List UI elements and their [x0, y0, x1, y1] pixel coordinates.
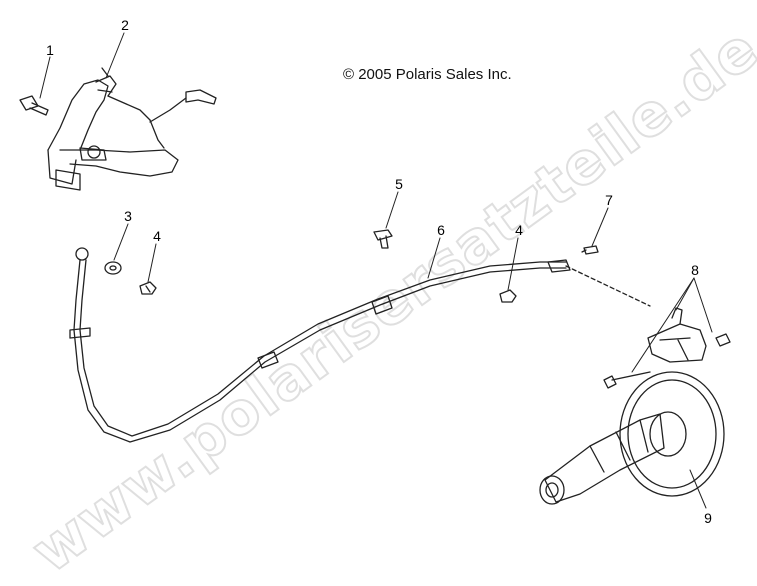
- callout-3: 3: [124, 208, 132, 224]
- part-caliper-bracket: [565, 265, 731, 389]
- callout-4-left: 4: [153, 228, 161, 244]
- part-pin: [581, 245, 599, 255]
- callout-4-right: 4: [515, 222, 523, 238]
- callout-5: 5: [395, 176, 403, 192]
- part-bolt: [19, 95, 49, 116]
- parts-diagram: [19, 32, 731, 509]
- part-brake-pedal-assembly: [47, 67, 217, 191]
- callout-2: 2: [121, 17, 129, 33]
- part-brake-cable: [69, 247, 571, 443]
- part-brake-disc: [539, 371, 725, 505]
- callout-7: 7: [605, 192, 613, 208]
- copyright-notice: © 2005 Polaris Sales Inc.: [343, 66, 512, 83]
- part-clip-right: [499, 289, 517, 303]
- part-push-fastener: [373, 229, 393, 249]
- callout-1: 1: [46, 42, 54, 58]
- part-clip-left: [139, 281, 157, 295]
- callout-8: 8: [691, 262, 699, 278]
- part-washer: [104, 261, 122, 275]
- callout-9: 9: [704, 510, 712, 526]
- callout-6: 6: [437, 222, 445, 238]
- leader-lines: [39, 32, 713, 509]
